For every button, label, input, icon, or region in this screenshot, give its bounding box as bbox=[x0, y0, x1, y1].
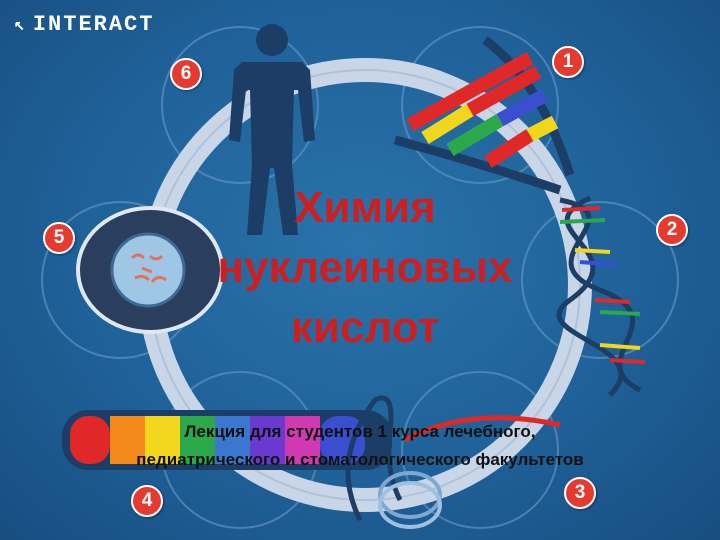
slide-subtitle: Лекция для студентов 1 курса лечебного, … bbox=[20, 418, 700, 474]
title-line-2: нуклеиновых bbox=[217, 243, 513, 292]
step-badge-1: 1 bbox=[552, 46, 584, 78]
slide-title: Химия нуклеиновых кислот bbox=[200, 178, 530, 358]
step-badge-5: 5 bbox=[43, 222, 75, 254]
cell-icon bbox=[76, 206, 224, 334]
rna-coil-icon bbox=[345, 395, 561, 529]
title-line-3: кислот bbox=[290, 303, 440, 352]
dna-ladder-icon bbox=[393, 36, 575, 195]
human-figure-icon bbox=[229, 24, 315, 235]
step-badge-3: 3 bbox=[564, 477, 596, 509]
chromosome-icon bbox=[62, 410, 392, 470]
title-line-1: Химия bbox=[294, 183, 436, 232]
cursor-arrow-icon: ↖ bbox=[14, 15, 27, 36]
step-badge-6: 6 bbox=[170, 58, 202, 90]
step-badge-4: 4 bbox=[131, 485, 163, 517]
brand-logo: ↖ INTERACT bbox=[14, 12, 154, 37]
step-badge-2: 2 bbox=[656, 214, 688, 246]
subtitle-line-1: Лекция для студентов 1 курса лечебного, bbox=[184, 422, 536, 441]
dna-helix-icon bbox=[556, 195, 646, 397]
subtitle-line-2: педиатрического и стоматологического фак… bbox=[136, 450, 584, 469]
brand-label: INTERACT bbox=[32, 12, 155, 37]
